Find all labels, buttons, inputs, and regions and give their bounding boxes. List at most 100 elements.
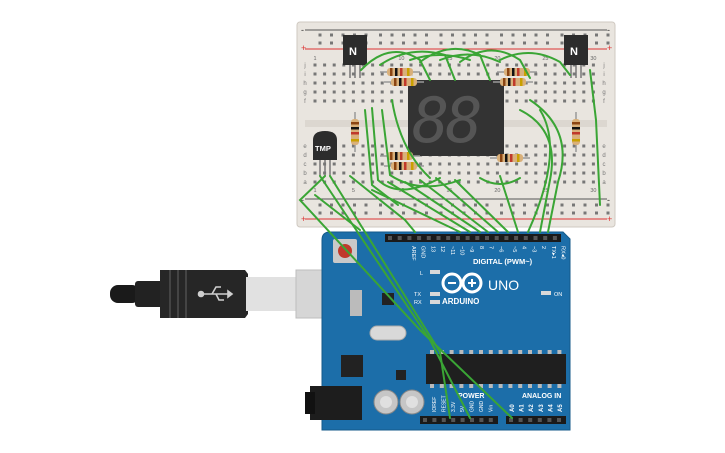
hole [342, 162, 346, 166]
hole [505, 90, 509, 94]
hole [524, 81, 528, 85]
hole [524, 171, 528, 175]
ic-pin [488, 384, 493, 388]
hole [467, 63, 471, 67]
power-pin-label: GND [479, 401, 485, 413]
rail-hole [413, 203, 417, 207]
hole [351, 180, 355, 184]
wire [527, 109, 552, 233]
hole [534, 81, 538, 85]
header-hole [441, 418, 446, 422]
hole [591, 81, 595, 85]
ic-pin [498, 384, 503, 388]
hole [390, 63, 394, 67]
hole [582, 180, 586, 184]
brand-label: ARDUINO [442, 297, 479, 306]
resistor [351, 112, 359, 152]
hole [457, 162, 461, 166]
hole [476, 180, 480, 184]
hole [591, 153, 595, 157]
rail-hole [485, 33, 489, 37]
rail-hole [523, 41, 526, 45]
rail-hole [402, 211, 405, 215]
row-letter: j [303, 63, 305, 69]
resistor [497, 68, 537, 76]
rail-hole [364, 203, 368, 207]
hole [572, 180, 576, 184]
hole [591, 162, 595, 166]
hole [351, 144, 355, 148]
hole [332, 162, 336, 166]
rail-hole [560, 203, 564, 207]
hole [553, 180, 557, 184]
row-letter: j [602, 63, 604, 69]
usb-chip [382, 293, 394, 305]
ic-pin [508, 350, 513, 354]
rail-hole [583, 203, 587, 207]
hole [409, 180, 413, 184]
ic-pin [547, 384, 552, 388]
column-number: 15 [446, 56, 452, 62]
hole [380, 153, 384, 157]
hole [553, 63, 557, 67]
hole [390, 180, 394, 184]
pin-label: TX▸1 [550, 246, 556, 259]
header-hole [475, 236, 480, 240]
ic-pin [537, 384, 542, 388]
hole [457, 72, 461, 76]
hole [428, 72, 432, 76]
hole [447, 162, 451, 166]
hole [342, 72, 346, 76]
rail-hole [379, 203, 382, 207]
reset-button[interactable] [333, 239, 357, 263]
hole [419, 63, 423, 67]
hole [476, 171, 480, 175]
transistor-left-label: N [349, 46, 357, 58]
rail-hole [595, 33, 598, 37]
hole [534, 90, 538, 94]
rail-hole [451, 41, 454, 45]
hole [380, 171, 384, 175]
hole [524, 153, 528, 157]
row-letter: i [603, 72, 604, 78]
hole [323, 63, 327, 67]
hole [524, 90, 528, 94]
rail-hole [341, 211, 345, 215]
rail-hole [451, 33, 454, 37]
row-letter: f [304, 99, 306, 105]
wire [404, 181, 481, 233]
hole [361, 162, 365, 166]
hole [313, 171, 317, 175]
header-hole [417, 236, 422, 240]
ic-pin [518, 350, 523, 354]
wire [329, 175, 451, 419]
transistor-right-label: N [570, 46, 578, 58]
hole [351, 81, 355, 85]
hole [505, 99, 509, 103]
hole [380, 144, 384, 148]
resistor [384, 78, 424, 86]
rail-hole [500, 33, 503, 37]
analog-pin-label: A3 [539, 404, 545, 412]
hole [495, 162, 499, 166]
rail-hole [485, 203, 489, 207]
wire [409, 54, 471, 61]
header-holes [388, 236, 561, 422]
hole [563, 153, 567, 157]
header-hole [485, 236, 489, 240]
hole [495, 180, 499, 184]
capacitors [373, 389, 425, 415]
hole [361, 90, 365, 94]
rail-hole [485, 41, 489, 45]
rail-hole [439, 33, 443, 37]
wire [479, 177, 521, 185]
rail-hole [413, 33, 417, 37]
hole [515, 90, 519, 94]
rail-hole [523, 211, 526, 215]
pin-label: AREF [410, 246, 416, 261]
rail-hole [425, 41, 428, 45]
hole [543, 144, 547, 148]
ic-pin [459, 350, 464, 354]
